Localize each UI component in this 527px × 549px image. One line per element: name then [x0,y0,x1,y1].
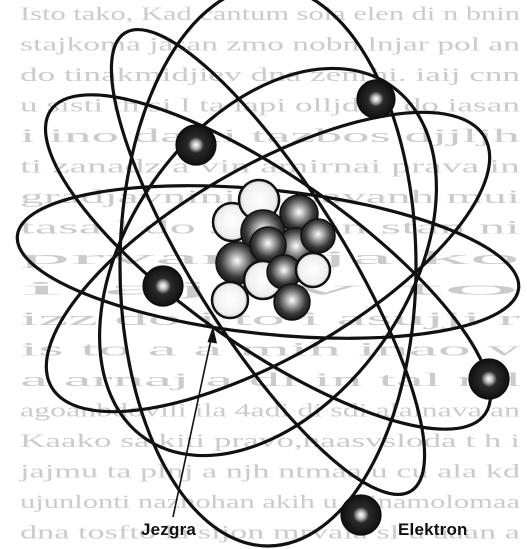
background-text-line: ti zanadz a vin amirnai prava in [20,157,521,178]
electron-particle [469,359,509,399]
background-text-line: Isto tako, Kad cantum sola elen di n bni… [20,4,521,25]
proton-particle [274,284,310,320]
neutron-particle [296,253,330,287]
background-text-line: izz do i to i asujji r [20,309,522,330]
nucleus-label: Jezgra [141,520,196,540]
electron-label: Elektron [398,520,468,540]
background-text-line: a arnaj a di in tal nd [20,370,522,391]
proton-particle [301,219,335,253]
background-text-line: jajmu ta plnj a njh ntmaa u cu ala kd [18,462,521,483]
electron-particle [176,125,216,165]
electron-particle [357,80,395,118]
background-text-line: ujunlonti naznohan akih u oiinamolomaa [20,492,521,513]
neutron-particle [212,282,248,318]
electron-particle [143,266,183,306]
background-text-line: is to a a mih inao v [20,340,522,361]
background-text-line: stajkoma jasan zmo nobn lnjar pol an [20,35,521,56]
electron-particle [341,495,381,535]
